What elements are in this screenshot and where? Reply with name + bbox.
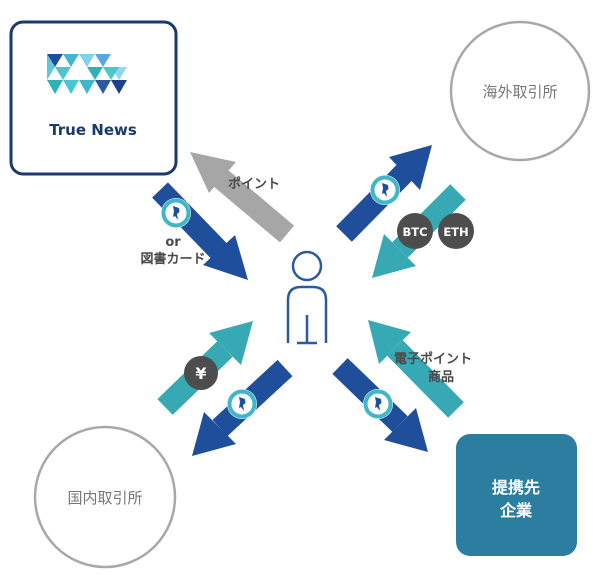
products-label: 商品: [428, 369, 454, 385]
partner-to-user-arrow: [368, 320, 464, 418]
points-arrow: [190, 152, 295, 243]
btc-label: BTC: [402, 225, 427, 239]
yen-label: ¥: [195, 364, 206, 383]
or-label: or: [165, 235, 181, 250]
btc-badge: BTC: [397, 213, 433, 249]
partner-company-label-line2: 企業: [499, 501, 533, 520]
yen-badge: ¥: [184, 356, 218, 390]
overseas-exchange-label: 海外取引所: [482, 83, 557, 101]
token-icon: [368, 173, 402, 207]
token-icon: [361, 387, 395, 421]
points-label: ポイント: [228, 176, 280, 192]
person-icon: [286, 250, 328, 345]
truenews-box: True News: [9, 20, 178, 176]
token-icon: [159, 196, 193, 230]
truenews-logo-icon: [47, 54, 127, 94]
domestic-exchange-node: 国内取引所: [33, 425, 177, 569]
overseas-exchange-node: 海外取引所: [449, 20, 591, 162]
e-points-label: 電子ポイント: [394, 351, 472, 367]
domestic-exchange-label: 国内取引所: [67, 489, 142, 507]
truenews-brand-name: True News: [49, 121, 137, 139]
library-card-label: 図書カード: [140, 251, 205, 267]
eth-badge: ETH: [438, 213, 474, 249]
eth-label: ETH: [443, 225, 468, 239]
partner-company-label-line1: 提携先: [492, 478, 540, 497]
token-icon: [225, 387, 259, 421]
partner-company-node: 提携先 企業: [456, 434, 577, 556]
